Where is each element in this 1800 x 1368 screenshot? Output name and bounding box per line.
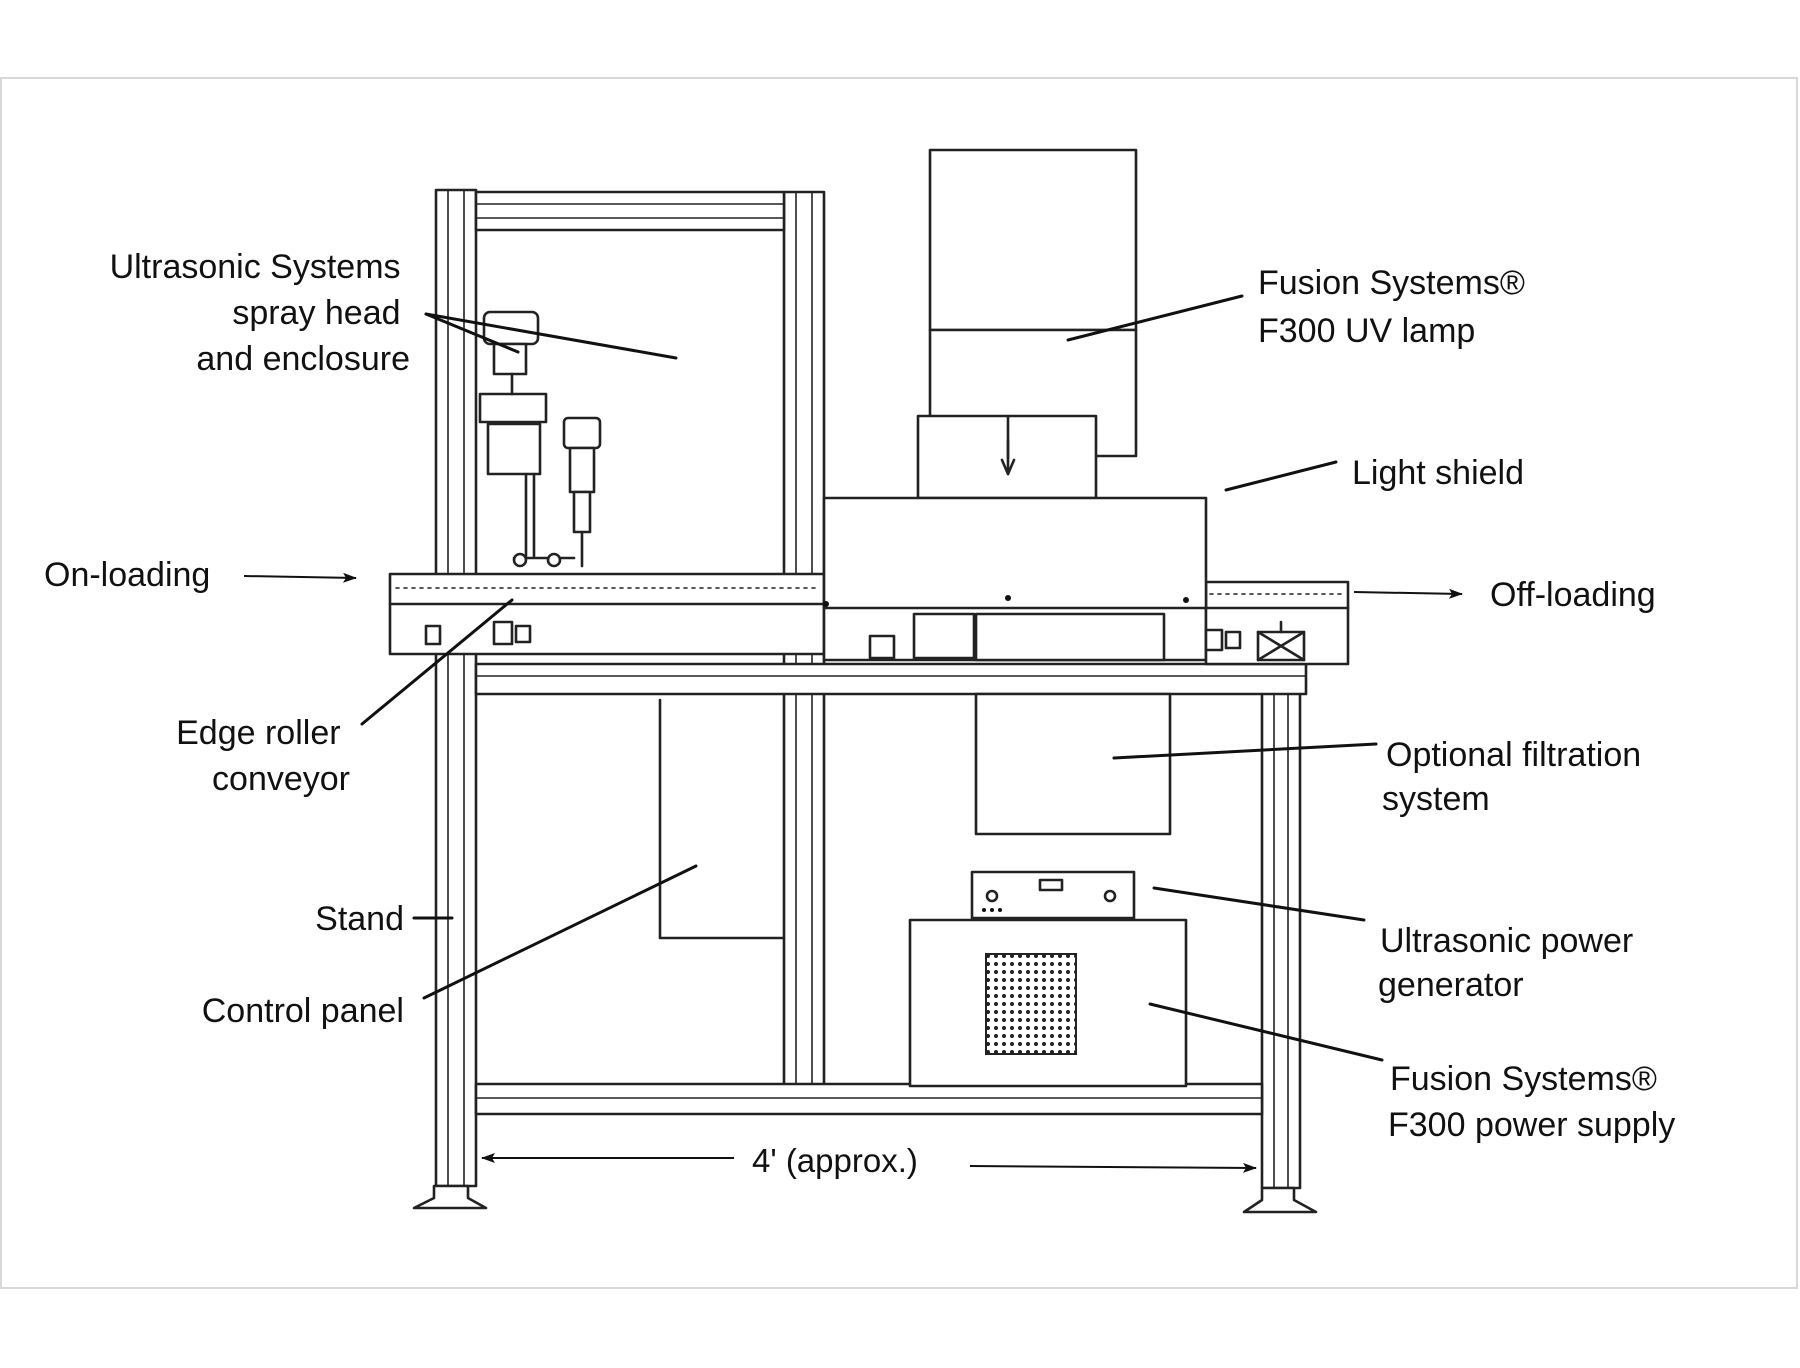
conveyor-left [388,572,826,656]
uv-lamp-label: Fusion Systems® F300 UV lamp [1258,264,1534,350]
right-post [1260,684,1302,1190]
leader-lines [243,294,1463,1062]
width-dimension: 4' (approx.) [481,1142,1257,1179]
stand-label: Stand [315,900,404,938]
labels: Ultrasonic Systems spray head and enclos… [44,248,1675,1144]
power-generator-label: Ultrasonic power generator [1378,922,1643,1004]
top-beam [474,190,786,232]
f300-power-supply [908,918,1188,1088]
edge-roller-label: Edge roller conveyor [176,714,350,798]
on-loading-label: On-loading [44,556,210,594]
spray-head-assembly [478,310,602,568]
off-loading-label: Off-loading [1490,576,1656,614]
uv-lamp-housing [928,148,1138,332]
uv-lamp-assembly [822,148,1208,662]
filtration-unit [974,692,1172,836]
right-foot [1242,1186,1318,1214]
mid-beam [474,662,1308,696]
light-shield [822,496,1208,610]
lower-beam [474,1082,1264,1116]
power-supply-label: Fusion Systems® F300 power supply [1388,1060,1675,1144]
spray-head-label: Ultrasonic Systems spray head and enclos… [110,248,410,378]
control-panel-label: Control panel [202,992,404,1030]
control-panel-box [658,698,786,940]
dimension-label: 4' (approx.) [752,1142,918,1179]
left-post [434,188,478,1188]
ultrasonic-power-generator [970,870,1136,920]
filtration-label: Optional filtration system [1382,736,1651,818]
left-foot [412,1184,488,1210]
power-supply-grille [985,953,1077,1055]
light-shield-label: Light shield [1352,454,1524,492]
